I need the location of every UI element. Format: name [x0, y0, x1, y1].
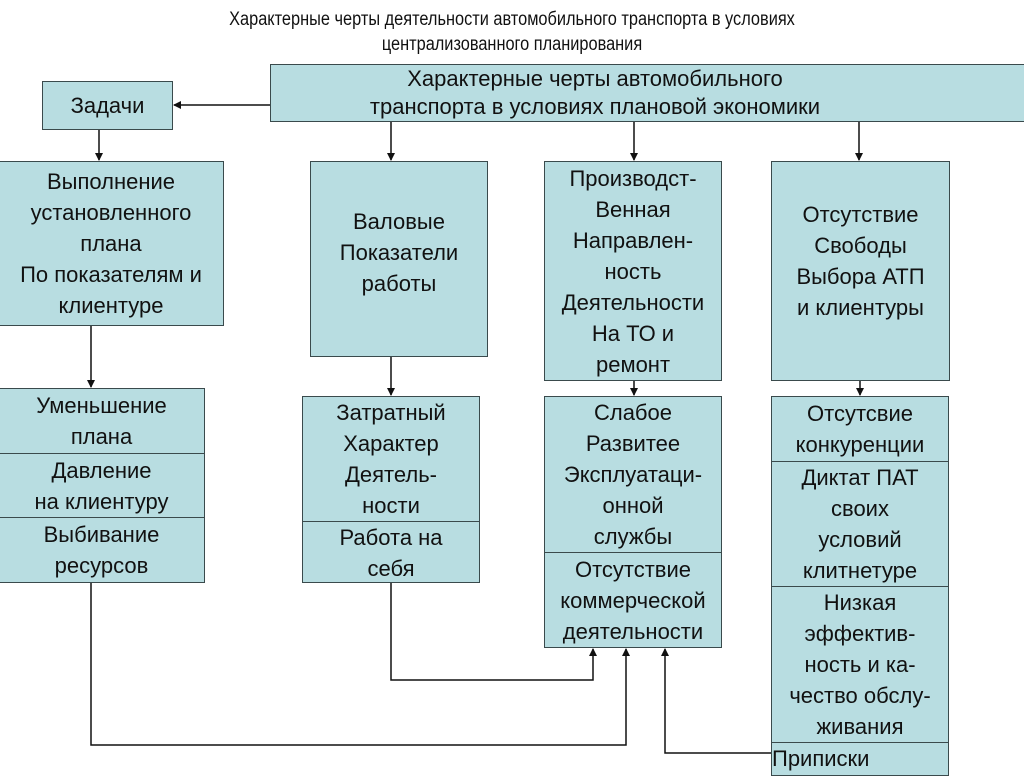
- no-competition-cell: Отсутсвие конкуренции: [795, 401, 925, 457]
- production-orientation-text: Производст- Венная Направлен- ность Деят…: [561, 165, 705, 377]
- reduce-plan-cell: Уменьшение плана: [36, 393, 167, 449]
- tasks-label: Задачи: [70, 93, 145, 118]
- banner-box: Характерные черты автомобильного транспо…: [270, 64, 1024, 122]
- low-efficiency-cell: Низкая эффектив- ность и ка- чество обсл…: [772, 586, 948, 742]
- dictate-cell: Диктат ПАТ своих условий клитнетуре: [772, 461, 948, 586]
- tasks-box: Задачи: [42, 81, 173, 130]
- production-orientation-box: Производст- Венная Направлен- ность Деят…: [544, 161, 722, 381]
- consequences-col2-box: Затратный Характер Деятель- ности Работа…: [302, 396, 480, 583]
- no-freedom-box: Отсутствие Свободы Выбора АТП и клиентур…: [771, 161, 950, 381]
- resources-cell: Выбивание ресурсов: [0, 517, 204, 582]
- costly-nature-cell: Затратный Характер Деятель- ности: [336, 400, 446, 518]
- consequences-col4-box: Отсутсвие конкуренции Диктат ПАТ своих у…: [771, 396, 949, 776]
- consequences-col1-box: Уменьшение плана Давление на клиентуру В…: [0, 388, 205, 583]
- no-commerce-cell: Отсутствие коммерческой деятельности: [545, 552, 721, 647]
- diagram-title-line-1: Характерные черты деятельности автомобил…: [229, 9, 795, 30]
- pressure-clients-cell: Давление на клиентуру: [0, 453, 204, 517]
- padding-reports-cell: Приписки: [772, 742, 948, 775]
- work-for-self-cell: Работа на себя: [303, 521, 479, 584]
- no-freedom-text: Отсутствие Свободы Выбора АТП и клиентур…: [796, 202, 925, 320]
- banner-text: Характерные черты автомобильного транспо…: [369, 66, 821, 119]
- diagram-title-line-2: централизованного планирования: [381, 34, 643, 55]
- gross-indicators-box: Валовые Показатели работы: [310, 161, 488, 357]
- plan-fulfillment-text: Выполнение установленного плана По показ…: [20, 169, 202, 318]
- gross-indicators-text: Валовые Показатели работы: [339, 208, 459, 296]
- consequences-col3-box: Слабое Развитее Эксплуатаци- онной служб…: [544, 396, 722, 648]
- arrow-col4-to-col3: [661, 648, 771, 754]
- weak-service-cell: Слабое Развитее Эксплуатаци- онной служб…: [563, 400, 703, 549]
- plan-fulfillment-box: Выполнение установленного плана По показ…: [0, 161, 224, 326]
